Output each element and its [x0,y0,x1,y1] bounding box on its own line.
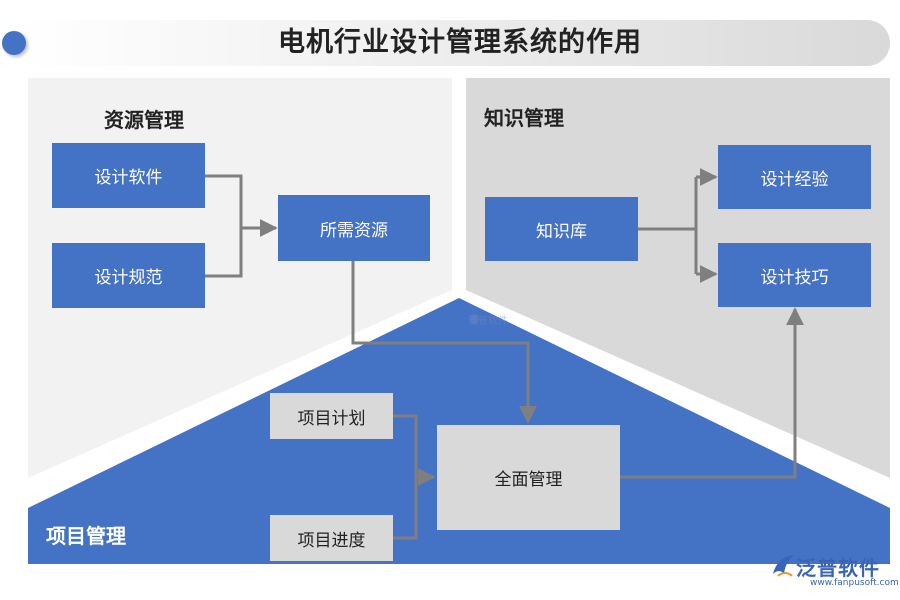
page-title: 电机行业设计管理系统的作用 [278,27,642,58]
project-plan-box: 项目计划 [270,393,393,439]
knowledge-base-box: 知识库 [485,197,638,261]
design-standards-box: 设计规范 [52,243,205,308]
brand-logo-url: www.fanpusoft.com [810,578,899,588]
title-bar [14,20,890,66]
project-section-label: 项目管理 [46,524,126,548]
watermark-text: 泛普软件 [468,316,508,327]
design-experience-box: 设计经验 [718,145,871,209]
resource-connectors [205,174,278,278]
knowledge-section-label: 知识管理 [484,106,564,130]
brand-logo-name: 泛普软件 [796,556,880,580]
design-software-box: 设计软件 [52,143,205,208]
title-bullet-icon [2,31,26,55]
project-progress-box: 项目进度 [270,515,393,561]
brand-logo-icon [773,555,794,577]
project-connectors [393,414,436,540]
design-skills-box: 设计技巧 [718,243,871,307]
required-resources-box: 所需资源 [278,195,430,261]
watermark-logo-icon [469,314,479,324]
management-to-knowledge-connector [620,307,804,479]
brand-logo: 泛普软件 www.fanpusoft.com [770,552,899,596]
knowledge-connectors [638,168,718,283]
resource-to-management-connector [351,261,537,424]
full-management-box: 全面管理 [437,425,620,530]
resource-section-label: 资源管理 [104,108,184,132]
